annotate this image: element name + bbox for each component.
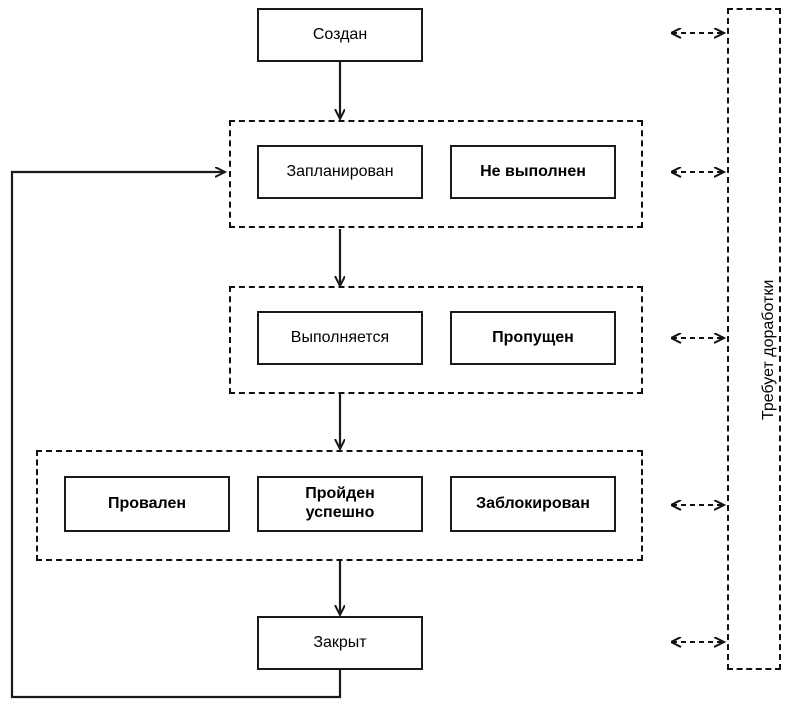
node-in-progress[interactable]: Выполняется xyxy=(257,311,423,365)
group-rework xyxy=(727,8,781,670)
node-skipped[interactable]: Пропущен xyxy=(450,311,616,365)
node-closed[interactable]: Закрыт xyxy=(257,616,423,670)
group-result xyxy=(36,450,643,561)
group-rework-label: Требует доработки xyxy=(760,279,777,420)
node-passed[interactable]: Пройден успешно xyxy=(257,476,423,532)
node-not-executed[interactable]: Не выполнен xyxy=(450,145,616,199)
node-blocked[interactable]: Заблокирован xyxy=(450,476,616,532)
node-failed[interactable]: Провален xyxy=(64,476,230,532)
node-planned[interactable]: Запланирован xyxy=(257,145,423,199)
group-in-progress xyxy=(229,286,643,394)
group-planned xyxy=(229,120,643,228)
node-created[interactable]: Создан xyxy=(257,8,423,62)
